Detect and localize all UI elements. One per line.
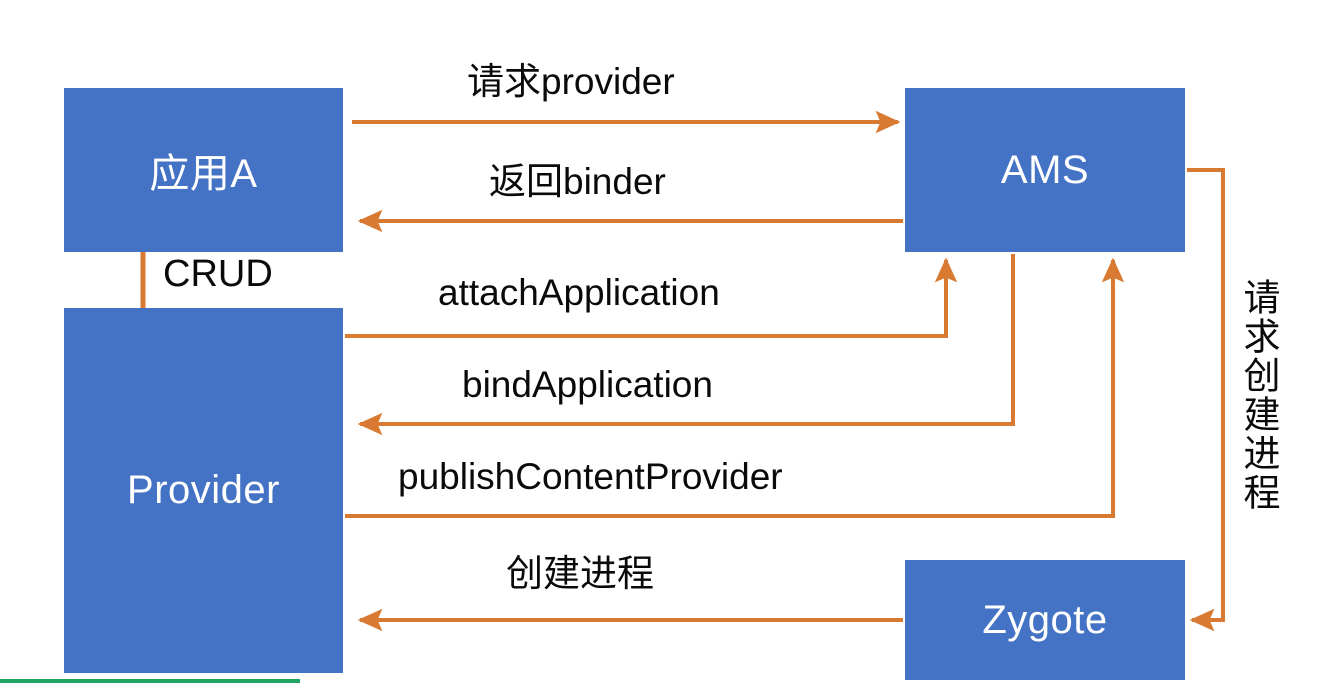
- node-zygote-label: Zygote: [982, 597, 1108, 642]
- edge-label-request-provider: 请求provider: [467, 61, 675, 102]
- node-app-a[interactable]: 应用A: [64, 88, 343, 252]
- node-app-a-label: 应用A: [149, 152, 258, 196]
- edge-label-request-create-process: 请求创建进程: [1238, 278, 1279, 512]
- node-ams[interactable]: AMS: [905, 88, 1185, 252]
- edge-label-attach-application: attachApplication: [438, 272, 720, 313]
- node-ams-label: AMS: [1000, 147, 1090, 192]
- edge-label-crud: CRUD: [163, 253, 273, 295]
- edge-label-create-process: 创建进程: [506, 553, 654, 594]
- bottom-progress-bar: [0, 679, 300, 683]
- edge-label-return-binder: 返回binder: [489, 161, 666, 202]
- node-provider[interactable]: Provider: [64, 308, 343, 673]
- arrow-request-create-process: [1187, 168, 1225, 632]
- edge-label-publish-content-provider: publishContentProvider: [398, 456, 783, 497]
- node-provider-label: Provider: [127, 468, 280, 512]
- edge-label-bind-application: bindApplication: [462, 364, 713, 405]
- node-zygote[interactable]: Zygote: [905, 560, 1185, 680]
